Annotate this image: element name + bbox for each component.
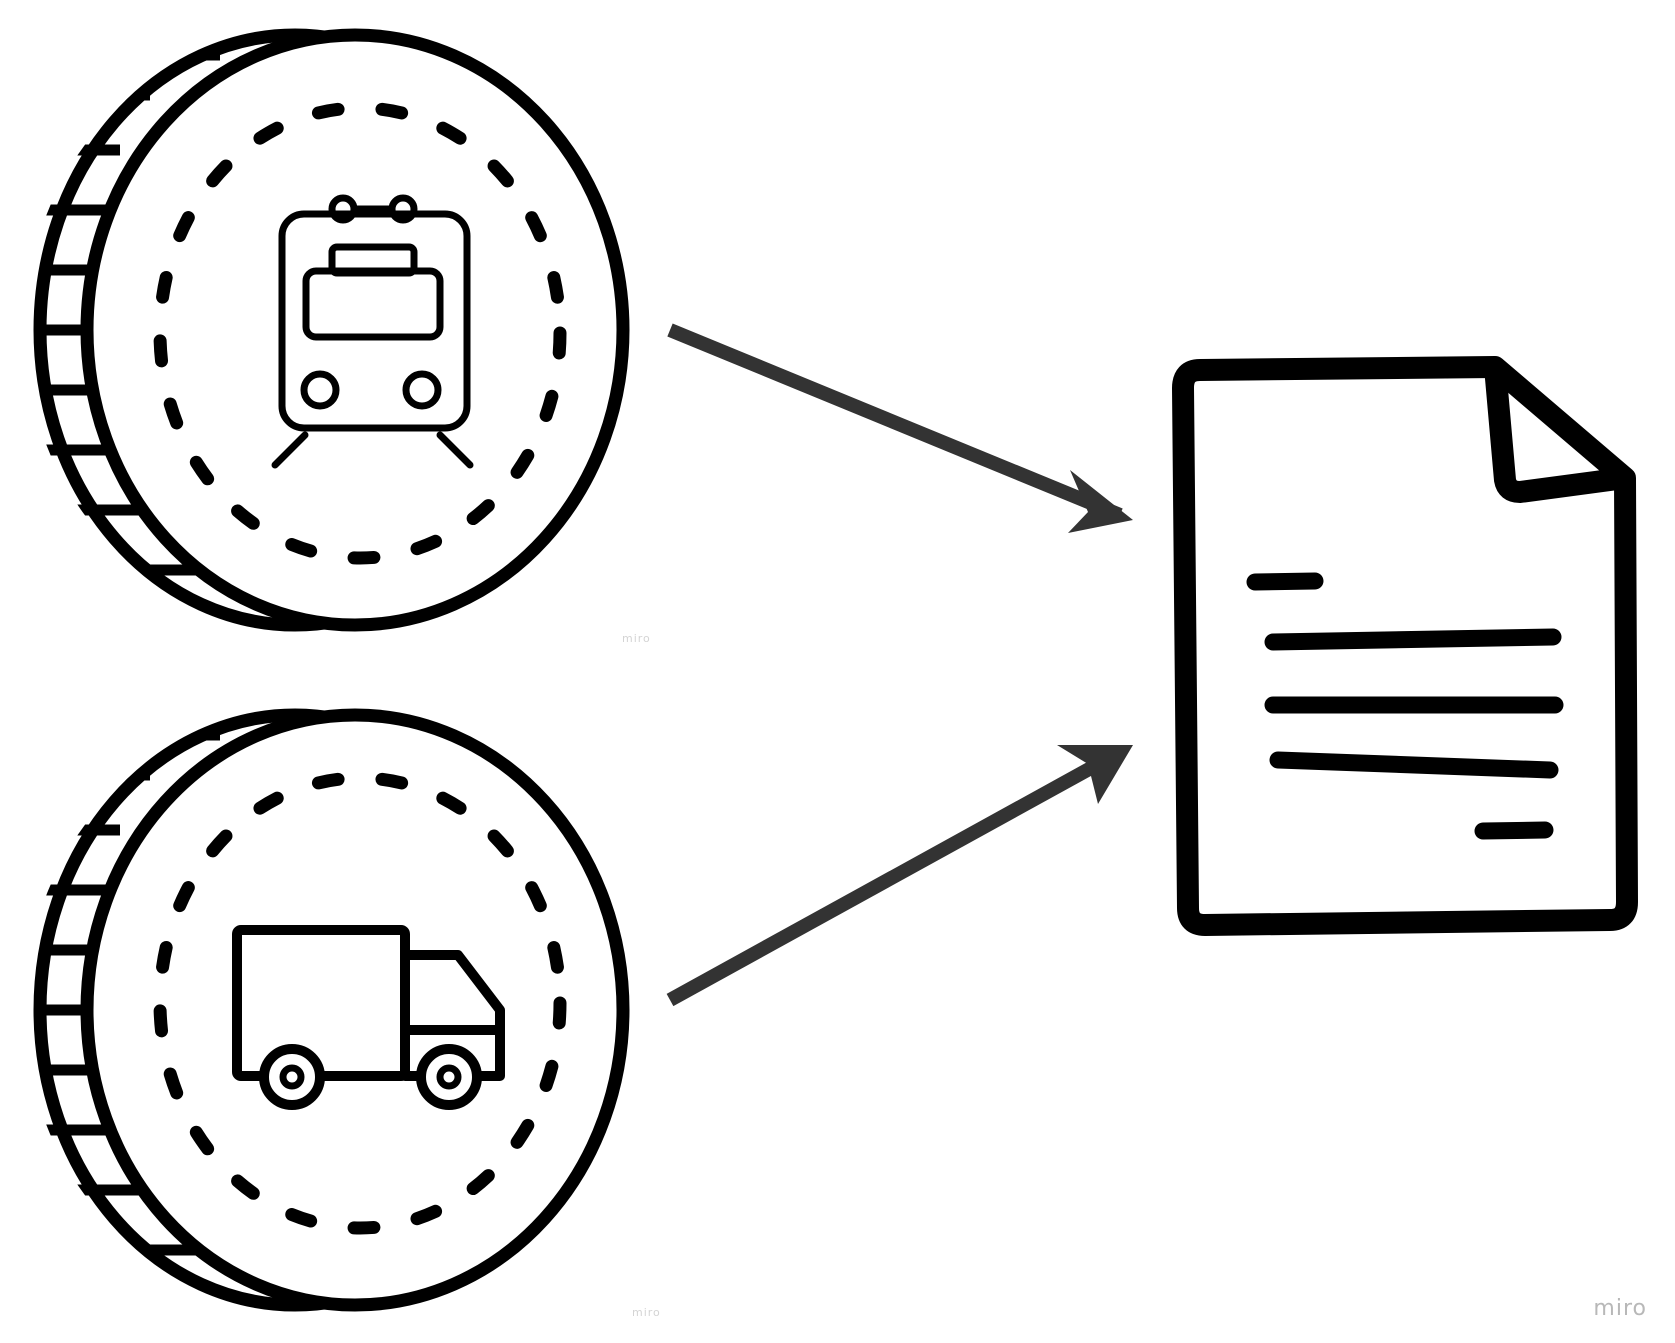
truck-icon [232,925,505,1110]
coin-train [33,28,630,632]
document-text-line [1269,751,1559,779]
arrow-icon [1057,745,1133,804]
arrow-bottom-shaft [666,745,1124,1007]
arrow-top-shaft [667,323,1123,522]
miro-watermark-small: miro [632,1306,661,1319]
document-fold [1484,366,1627,503]
coin-dashed-ring [153,101,567,565]
arrow-top [667,323,1133,533]
coin-face [80,28,630,632]
document-icon [1172,356,1638,936]
miro-watermark: miro [1593,1296,1647,1321]
miro-watermark-small: miro [622,632,651,645]
coin-face [80,708,630,1312]
train-icon [271,194,474,469]
document-text-line [1474,821,1554,840]
arrow-bottom [666,745,1133,1007]
document-text-line [1264,628,1562,651]
coin-truck [33,708,630,1312]
document-text-line [1246,572,1324,591]
coin-dashed-ring [153,771,567,1235]
arrow-icon [1068,470,1133,533]
